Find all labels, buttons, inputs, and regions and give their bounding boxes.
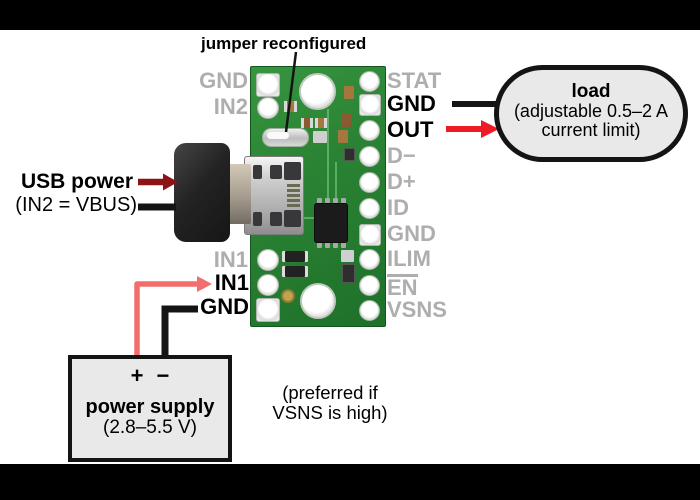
ic-pin xyxy=(317,198,322,205)
pad-en xyxy=(359,275,380,296)
smd-component xyxy=(341,250,354,262)
usb-power-label: USB power xyxy=(20,170,133,193)
pcb-board xyxy=(250,66,386,327)
usb-pin xyxy=(287,199,300,202)
top-letterbox-bar xyxy=(0,0,700,30)
ic-pin xyxy=(325,198,330,205)
psu-title: power supply xyxy=(85,396,215,418)
in1-arrowhead-icon xyxy=(197,276,212,292)
mounting-hole-bottom xyxy=(300,283,336,319)
usb-shell-slot xyxy=(270,165,282,179)
psu-plus-to-in1-wire xyxy=(134,281,197,357)
load-box-line2: current limit) xyxy=(541,120,641,140)
usb-power-sublabel: (IN2 = VBUS) xyxy=(15,194,137,216)
pin-label-ilim: ILIM xyxy=(387,246,431,271)
usb-pin xyxy=(287,204,300,207)
solder-jumper xyxy=(263,129,308,146)
pad-gnd-top-left xyxy=(256,73,280,97)
smd-component xyxy=(301,118,313,128)
mounting-hole-top xyxy=(299,73,336,110)
ic-pin xyxy=(341,198,346,205)
pin-label-vsns: VSNS xyxy=(387,297,447,322)
psu-subtitle: (2.8–5.5 V) xyxy=(103,417,197,438)
pin-label-in1-upper: IN1 xyxy=(213,247,248,272)
ic-pin xyxy=(341,241,346,248)
usb-pin xyxy=(287,189,300,192)
pad-ilim xyxy=(359,249,380,270)
pin-label-en: EN xyxy=(387,274,418,300)
preferred-note-line2: VSNS is high) xyxy=(272,402,388,423)
load-box: load (adjustable 0.5–2 A current limit) xyxy=(494,65,688,162)
usb-plug xyxy=(174,143,230,242)
pad-vsns xyxy=(359,300,380,321)
power-mux-chip xyxy=(315,204,347,242)
pad-gnd-right2 xyxy=(359,224,381,246)
usb-pin xyxy=(287,184,300,187)
pin-label-stat: STAT xyxy=(387,68,442,93)
ic-pin xyxy=(333,198,338,205)
jumper-note: jumper reconfigured xyxy=(201,34,367,53)
smd-component xyxy=(284,101,297,112)
load-box-line1: (adjustable 0.5–2 A xyxy=(513,101,669,121)
pin-label-id: ID xyxy=(387,195,409,220)
pin-label-dplus: D+ xyxy=(387,169,416,194)
smd-component xyxy=(341,114,351,127)
pin-label-gnd-right: GND xyxy=(387,221,436,246)
pad-dminus xyxy=(359,146,380,167)
usb-micro-receptacle xyxy=(244,156,304,235)
usb-shell-slot xyxy=(270,212,282,226)
fiducial-dot xyxy=(281,289,295,303)
pcb-trace xyxy=(327,109,329,209)
pin-label-in1-wired: IN1 xyxy=(214,270,249,295)
ic-pin xyxy=(317,241,322,248)
ic-pin xyxy=(325,241,330,248)
pad-in1-b xyxy=(257,274,279,296)
usb-shell-slot xyxy=(253,212,262,226)
smd-component xyxy=(315,118,327,128)
usb-shell-leg xyxy=(284,210,301,227)
load-box-title: load xyxy=(571,81,611,102)
smd-component xyxy=(344,86,354,99)
smd-component xyxy=(282,251,308,262)
pin-label-gnd-load: GND xyxy=(387,91,436,116)
pcb-trace xyxy=(289,217,327,219)
usb-shell-leg xyxy=(284,162,301,180)
pin-label-gnd-left: GND xyxy=(199,68,248,93)
pin-label-dminus: D− xyxy=(387,143,416,168)
pad-out xyxy=(359,120,380,141)
psu-minus-terminal: − xyxy=(156,363,170,388)
jumper-pad xyxy=(313,131,327,143)
pad-in1-a xyxy=(257,249,279,271)
pad-stat xyxy=(359,71,380,92)
pin-label-gnd-wired: GND xyxy=(200,294,249,319)
smd-component xyxy=(338,130,348,143)
pin-label-out: OUT xyxy=(387,117,434,142)
smd-component xyxy=(282,266,308,277)
psu-minus-to-gnd-wire xyxy=(161,305,198,357)
bottom-letterbox-bar xyxy=(0,464,700,500)
smd-component xyxy=(342,264,355,283)
power-supply-box: + − power supply (2.8–5.5 V) xyxy=(68,355,232,462)
pad-id xyxy=(359,198,380,219)
pad-gnd-right xyxy=(359,94,381,116)
preferred-note: (preferred if VSNS is high) xyxy=(262,383,398,423)
pad-in2 xyxy=(257,97,279,119)
pin-label-in2: IN2 xyxy=(213,94,248,119)
smd-component xyxy=(344,148,355,161)
usb-shell-slot xyxy=(253,165,262,179)
usb-pin xyxy=(287,194,300,197)
psu-plus-terminal: + xyxy=(130,363,144,388)
ic-pin xyxy=(333,241,338,248)
pad-gnd-bottom-left xyxy=(256,298,280,322)
preferred-note-line1: (preferred if xyxy=(282,382,378,403)
pad-dplus xyxy=(359,172,380,193)
